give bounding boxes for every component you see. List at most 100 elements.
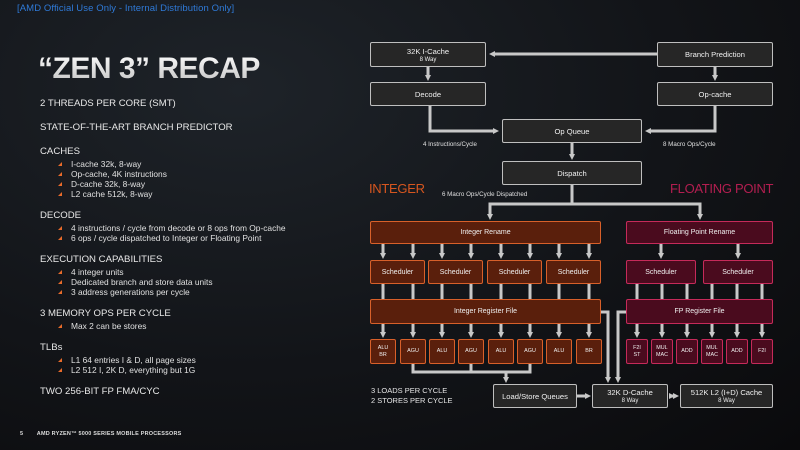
fp-execution-unit: ADD bbox=[676, 339, 698, 364]
section-heading: 3 MEMORY OPS PER CYCLE bbox=[40, 308, 171, 319]
dcache-box: 32K D-Cache 8 Way bbox=[592, 384, 668, 408]
integer-execution-unit: BR bbox=[576, 339, 602, 364]
bullet-list: Max 2 can be stores bbox=[40, 321, 340, 331]
fp-register-file-box: FP Register File bbox=[626, 299, 773, 324]
fp-scheduler-box: Scheduler bbox=[626, 260, 696, 284]
slide-footer: 5 AMD RYZEN™ 5000 SERIES MOBILE PROCESSO… bbox=[20, 431, 182, 437]
integer-execution-unit: AGU bbox=[400, 339, 426, 364]
fp-execution-unit: ADD bbox=[726, 339, 748, 364]
bullet-item: L1 64 entries I & D, all page sizes bbox=[58, 355, 340, 365]
bullet-text: 4 integer units bbox=[71, 267, 124, 277]
page-number: 5 bbox=[20, 431, 24, 437]
fp-execution-unit: F2I bbox=[751, 339, 773, 364]
unit-label: F2I bbox=[758, 348, 766, 354]
bullet-item: Max 2 can be stores bbox=[58, 321, 340, 331]
bullet-item: L2 512 I, 2K D, everything but 1G bbox=[58, 365, 340, 375]
bullet-triangle-icon bbox=[58, 192, 62, 196]
opcache-label: Op-cache bbox=[698, 89, 732, 99]
decode-box: Decode bbox=[370, 82, 486, 106]
slide-title: “ZEN 3” RECAP bbox=[38, 52, 260, 85]
unit-label: BR bbox=[585, 348, 593, 354]
fp-rename-box: Floating Point Rename bbox=[626, 221, 773, 244]
bullet-item: 6 ops / cycle dispatched to Integer or F… bbox=[58, 233, 340, 243]
dispatch-box: Dispatch bbox=[502, 161, 642, 185]
fp-section-label: FLOATING POINT bbox=[670, 181, 774, 196]
classification-banner: [AMD Official Use Only - Internal Distri… bbox=[17, 3, 235, 14]
label-8-macro-ops: 8 Macro Ops/Cycle bbox=[663, 141, 716, 148]
feature-section: 2 THREADS PER CORE (SMT) bbox=[40, 98, 340, 110]
bullet-item: 4 integer units bbox=[58, 267, 340, 277]
bullet-text: 4 instructions / cycle from decode or 8 … bbox=[71, 223, 286, 233]
dispatch-label: Dispatch bbox=[557, 168, 587, 178]
dispatch-split-wire bbox=[488, 202, 702, 217]
unit-label: ALU bbox=[436, 348, 448, 354]
decode-label: Decode bbox=[414, 89, 442, 99]
l2-cache-box: 512K L2 (I+D) Cache 8 Way bbox=[680, 384, 773, 408]
unit-label: MUL bbox=[706, 344, 718, 351]
unit-label: F2I bbox=[633, 344, 641, 351]
section-heading: STATE-OF-THE-ART BRANCH PREDICTOR bbox=[40, 122, 233, 133]
integer-execution-unit: ALU bbox=[546, 339, 572, 364]
bullet-triangle-icon bbox=[58, 324, 62, 328]
bullet-item: D-cache 32k, 8-way bbox=[58, 179, 340, 189]
bullet-text: Dedicated branch and store data units bbox=[71, 277, 213, 287]
bullet-triangle-icon bbox=[58, 358, 62, 362]
bullet-item: L2 cache 512k, 8-way bbox=[58, 189, 340, 199]
unit-label: AGU bbox=[465, 348, 477, 354]
integer-scheduler-box: Scheduler bbox=[428, 260, 483, 284]
bullet-text: Max 2 can be stores bbox=[71, 321, 147, 331]
unit-label: MAC bbox=[656, 351, 668, 358]
fp-rename-label: Floating Point Rename bbox=[663, 229, 736, 236]
integer-scheduler-box: Scheduler bbox=[546, 260, 601, 284]
integer-scheduler-box: Scheduler bbox=[370, 260, 425, 284]
integer-section-label: INTEGER bbox=[369, 181, 425, 196]
unit-label: ALU bbox=[377, 344, 389, 351]
scheduler-label: Scheduler bbox=[557, 268, 590, 276]
integer-execution-unit: AGU bbox=[517, 339, 543, 364]
scheduler-label: Scheduler bbox=[722, 268, 754, 276]
integer-execution-unit: ALU bbox=[429, 339, 455, 364]
bullet-text: Op-cache, 4K instructions bbox=[71, 169, 167, 179]
fp-regfile-to-dcache-wire bbox=[615, 310, 626, 383]
section-heading: 2 THREADS PER CORE (SMT) bbox=[40, 98, 176, 109]
unit-label: AGU bbox=[407, 348, 419, 354]
opcache-to-opqueue-wire bbox=[645, 106, 717, 134]
integer-execution-unit: ALU bbox=[488, 339, 514, 364]
op-queue-box: Op Queue bbox=[502, 119, 642, 143]
unit-label: AGU bbox=[524, 348, 536, 354]
section-heading: CACHES bbox=[40, 146, 80, 157]
unit-label: MAC bbox=[706, 351, 718, 358]
branch-prediction-label: Branch Prediction bbox=[685, 50, 745, 59]
bullet-item: Op-cache, 4K instructions bbox=[58, 169, 340, 179]
bullet-text: L2 512 I, 2K D, everything but 1G bbox=[71, 365, 196, 375]
bullet-text: 3 address generations per cycle bbox=[71, 287, 190, 297]
bullet-item: Dedicated branch and store data units bbox=[58, 277, 340, 287]
bullet-list: 4 instructions / cycle from decode or 8 … bbox=[40, 223, 340, 243]
feature-section: TWO 256-BIT FP FMA/CYC bbox=[40, 386, 340, 398]
l2-title: 512K L2 (I+D) Cache bbox=[690, 388, 763, 397]
bullet-text: D-cache 32k, 8-way bbox=[71, 179, 146, 189]
unit-label: ADD bbox=[681, 348, 693, 354]
fp-scheduler-box: Scheduler bbox=[703, 260, 773, 284]
loads-per-cycle: 3 LOADS PER CYCLE bbox=[371, 386, 448, 395]
section-heading: TWO 256-BIT FP FMA/CYC bbox=[40, 386, 160, 397]
unit-label: ALU bbox=[495, 348, 507, 354]
footer-text: AMD RYZEN™ 5000 SERIES MOBILE PROCESSORS bbox=[36, 431, 182, 437]
feature-section: STATE-OF-THE-ART BRANCH PREDICTOR bbox=[40, 122, 340, 134]
integer-scheduler-box: Scheduler bbox=[487, 260, 542, 284]
scheduler-label: Scheduler bbox=[645, 268, 677, 276]
icache-title: 32K I-Cache bbox=[406, 46, 450, 56]
unit-label: ALU bbox=[553, 348, 565, 354]
op-queue-label: Op Queue bbox=[554, 126, 590, 136]
bullet-item: I-cache 32k, 8-way bbox=[58, 159, 340, 169]
bullet-item: 4 instructions / cycle from decode or 8 … bbox=[58, 223, 340, 233]
branch-prediction-box: Branch Prediction bbox=[657, 42, 773, 67]
integer-register-file-label: Integer Register File bbox=[453, 308, 518, 315]
bullet-triangle-icon bbox=[58, 368, 62, 372]
